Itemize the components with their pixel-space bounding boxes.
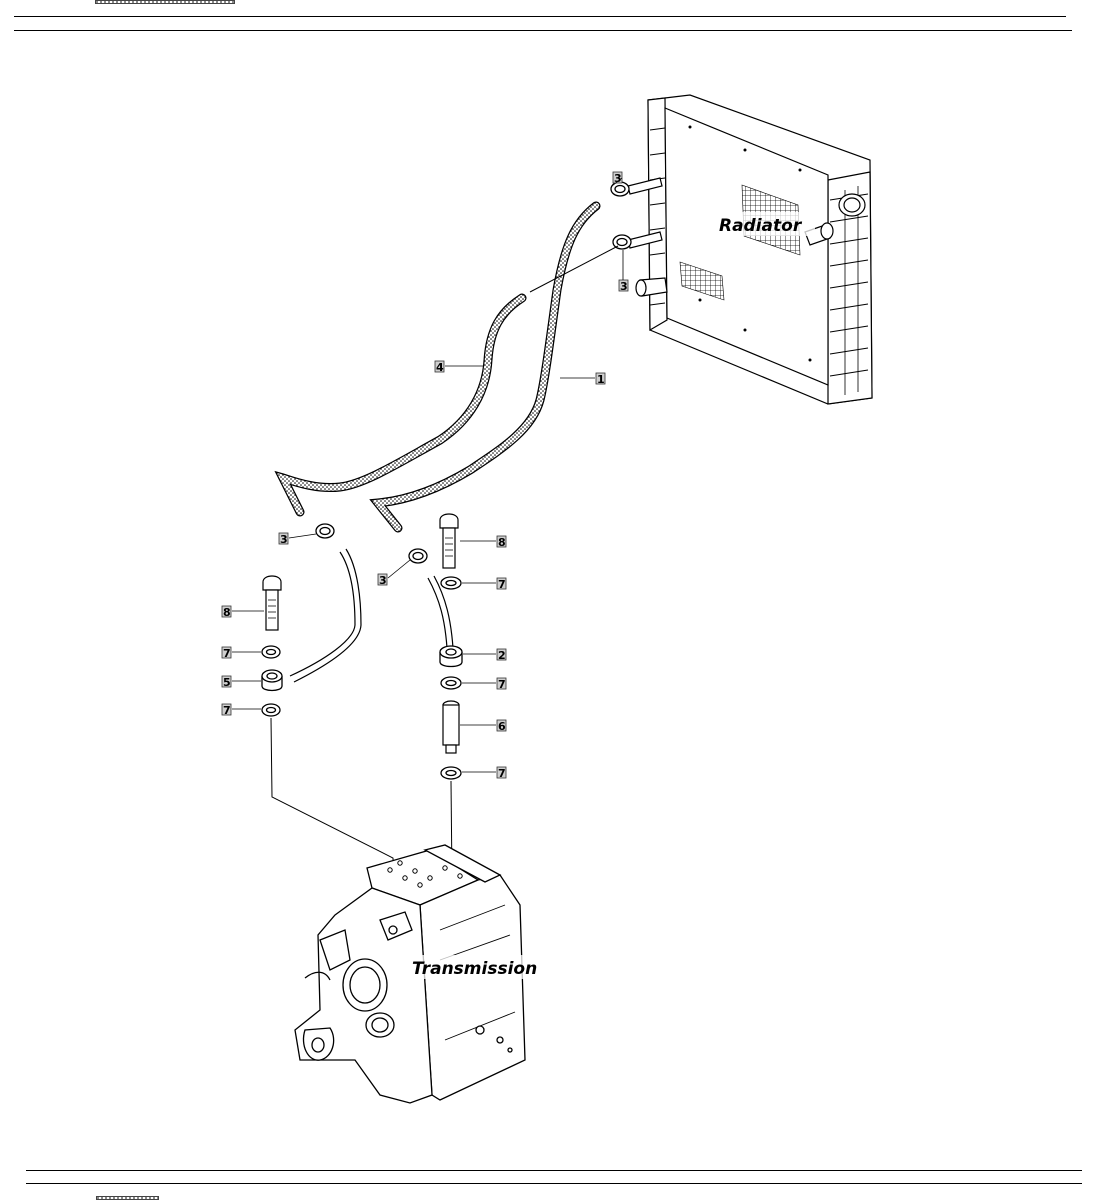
banjo-fitting-left: [261, 669, 283, 692]
banjo-fitting-right: [439, 645, 463, 668]
svg-text:7: 7: [498, 578, 506, 591]
header-title-block: [95, 0, 235, 4]
washer-left-2: [261, 703, 281, 717]
svg-text:3: 3: [379, 574, 387, 587]
washer-right-1: [440, 576, 462, 590]
callout-hose-1: 1: [560, 372, 606, 386]
svg-text:6: 6: [498, 720, 506, 733]
hose-4: [274, 293, 527, 517]
callout-fitting-left: 5: [221, 675, 261, 689]
svg-text:8: 8: [498, 536, 506, 549]
callout-washer-right-1: 7: [462, 577, 507, 591]
callout-bolt-right: 8: [460, 535, 507, 549]
transmission-housing: [294, 844, 526, 1104]
radiator-assembly: [627, 94, 873, 405]
svg-text:3: 3: [614, 172, 622, 185]
washer-right-2: [440, 676, 462, 690]
top-rule-2: [14, 30, 1072, 31]
svg-text:7: 7: [223, 647, 231, 660]
svg-text:7: 7: [498, 678, 506, 691]
callout-clamp-middle: 3: [618, 250, 629, 293]
bottom-rule-2: [26, 1183, 1082, 1184]
leader-radiator-hose4: [529, 245, 619, 293]
callout-clamp-left: 3: [278, 532, 317, 546]
radiator-label-bg: [717, 212, 815, 236]
bolt-right: [439, 513, 459, 569]
radiator-lower-pipe: [635, 277, 668, 297]
transmission-label-bg: [410, 955, 540, 979]
hose-clamp-left: [315, 523, 335, 539]
callout-washer-right-2: 7: [462, 677, 507, 691]
svg-text:5: 5: [223, 676, 231, 689]
callout-fitting-right: 2: [463, 648, 507, 662]
radiator-oil-port-upper: [627, 177, 663, 195]
svg-text:4: 4: [436, 361, 444, 374]
washer-right-3: [440, 766, 462, 780]
radiator-outlet-pipe: [804, 222, 834, 246]
svg-text:3: 3: [280, 533, 288, 546]
svg-text:7: 7: [498, 767, 506, 780]
callout-adapter: 6: [460, 719, 507, 733]
radiator-label: Radiator: [719, 216, 803, 236]
svg-text:1: 1: [597, 373, 605, 386]
radiator-core-mesh-2: [679, 261, 725, 301]
banjo-pipe-left: [289, 548, 362, 683]
bolt-left: [262, 575, 282, 631]
callout-washer-right-3: 7: [462, 766, 507, 780]
callout-clamp-top: 3: [611, 171, 623, 187]
svg-text:3: 3: [620, 280, 628, 293]
callout-washer-left-1: 7: [221, 646, 261, 660]
adapter-right: [442, 700, 460, 754]
transmission-label: Transmission: [412, 959, 537, 979]
callout-hose-4: 4: [434, 360, 484, 374]
bottom-rule-1: [26, 1170, 1082, 1171]
radiator-rivets: [688, 125, 812, 362]
svg-text:8: 8: [223, 606, 231, 619]
callout-bolt-left: 8: [221, 605, 264, 619]
hose-clamp-middle: [612, 234, 632, 250]
banjo-pipe-right: [427, 575, 454, 649]
callout-washer-left-2: 7: [221, 703, 261, 717]
radiator-core-panel: [664, 107, 829, 386]
top-rule-1: [14, 16, 1066, 17]
radiator-filler-neck: [838, 193, 866, 217]
svg-text:7: 7: [223, 704, 231, 717]
radiator-side-fins: [827, 171, 873, 405]
svg-text:2: 2: [498, 649, 506, 662]
washer-left-1: [261, 645, 281, 659]
callout-clamp-right: 3: [377, 559, 411, 587]
radiator-left-fins: [647, 97, 668, 332]
hose-1: [369, 201, 601, 533]
hose-clamp-right: [408, 548, 428, 564]
